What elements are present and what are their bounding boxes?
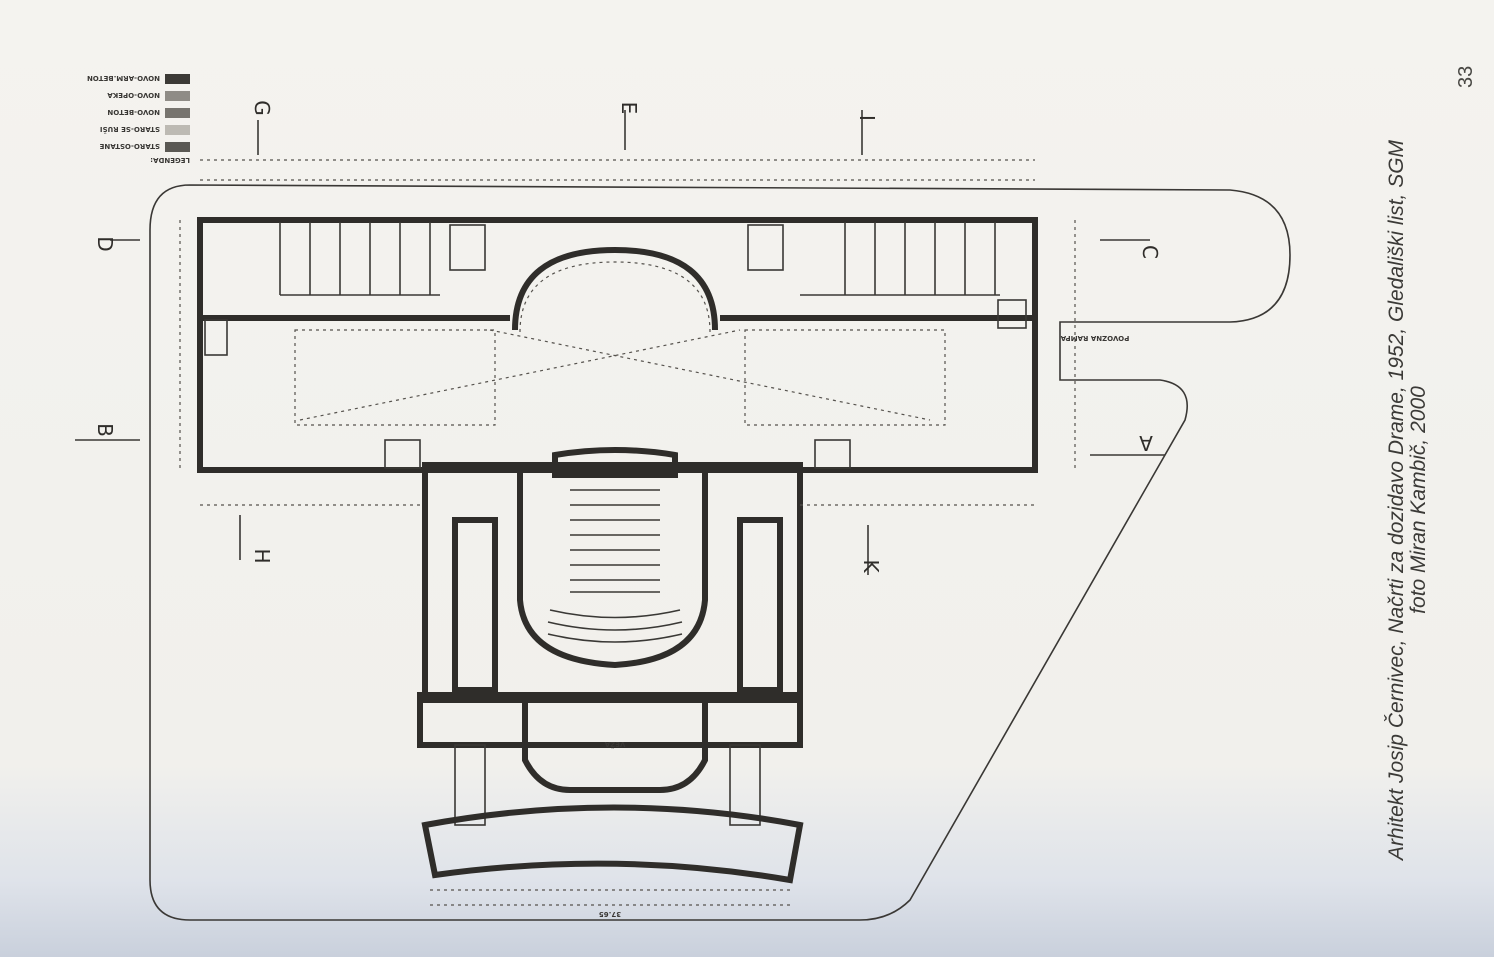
legend-label: STARO-OSTANE	[99, 142, 160, 150]
section-label-h: H	[250, 548, 274, 563]
room-label-foyer: VEŽA	[604, 740, 625, 749]
legend-item: STARO-OSTANE	[99, 142, 190, 152]
legend-label: NOVO-ARM.BETON	[87, 74, 160, 82]
section-label-a: A	[1139, 431, 1153, 455]
legend-item: NOVO-ARM.BETON	[87, 74, 190, 84]
section-markers	[75, 110, 1165, 575]
legend-item: NOVO-BETON	[107, 108, 190, 118]
dimension-lines: 37.65 POVOZNA RAMPA	[179, 159, 1129, 918]
section-label-k: K	[859, 559, 883, 573]
section-label-c: C	[1138, 245, 1162, 259]
legend-item: NOVO-OPEKA	[107, 91, 190, 101]
section-label-e: E	[617, 102, 641, 115]
legend-label: STARO-SE RUŠI	[100, 125, 160, 134]
dimension-total: 37.65	[599, 910, 621, 918]
caption-line-1: Arhitekt Josip Černivec, Načrti za dozid…	[1385, 139, 1408, 861]
room-label-ramp: POVOZNA RAMPA	[1060, 334, 1129, 342]
caption-line-2: foto Miran Kambič, 2000	[1407, 386, 1430, 614]
site-boundary	[149, 184, 1291, 921]
legend-title: LEGENDA:	[150, 156, 190, 164]
figure-caption: Arhitekt Josip Černivec, Načrti za dozid…	[1385, 120, 1430, 880]
legend-label: NOVO-BETON	[107, 108, 160, 116]
terrace	[421, 804, 804, 884]
legend-label: NOVO-OPEKA	[107, 91, 160, 99]
section-label-b: B	[93, 423, 117, 437]
section-label-d: D	[93, 236, 117, 251]
section-label-g: G	[250, 100, 274, 116]
legend: LEGENDA: STARO-OSTANE STARO-SE RUŠI NOVO…	[87, 74, 190, 164]
section-label-i: I	[855, 115, 879, 121]
main-wing	[197, 217, 1038, 473]
foyer: VEŽA	[417, 692, 803, 826]
auditorium	[422, 447, 803, 703]
section-labels: G E I D B C A H K	[93, 100, 1162, 573]
legend-item: STARO-SE RUŠI	[100, 125, 190, 135]
page-number: 33	[1455, 65, 1477, 88]
